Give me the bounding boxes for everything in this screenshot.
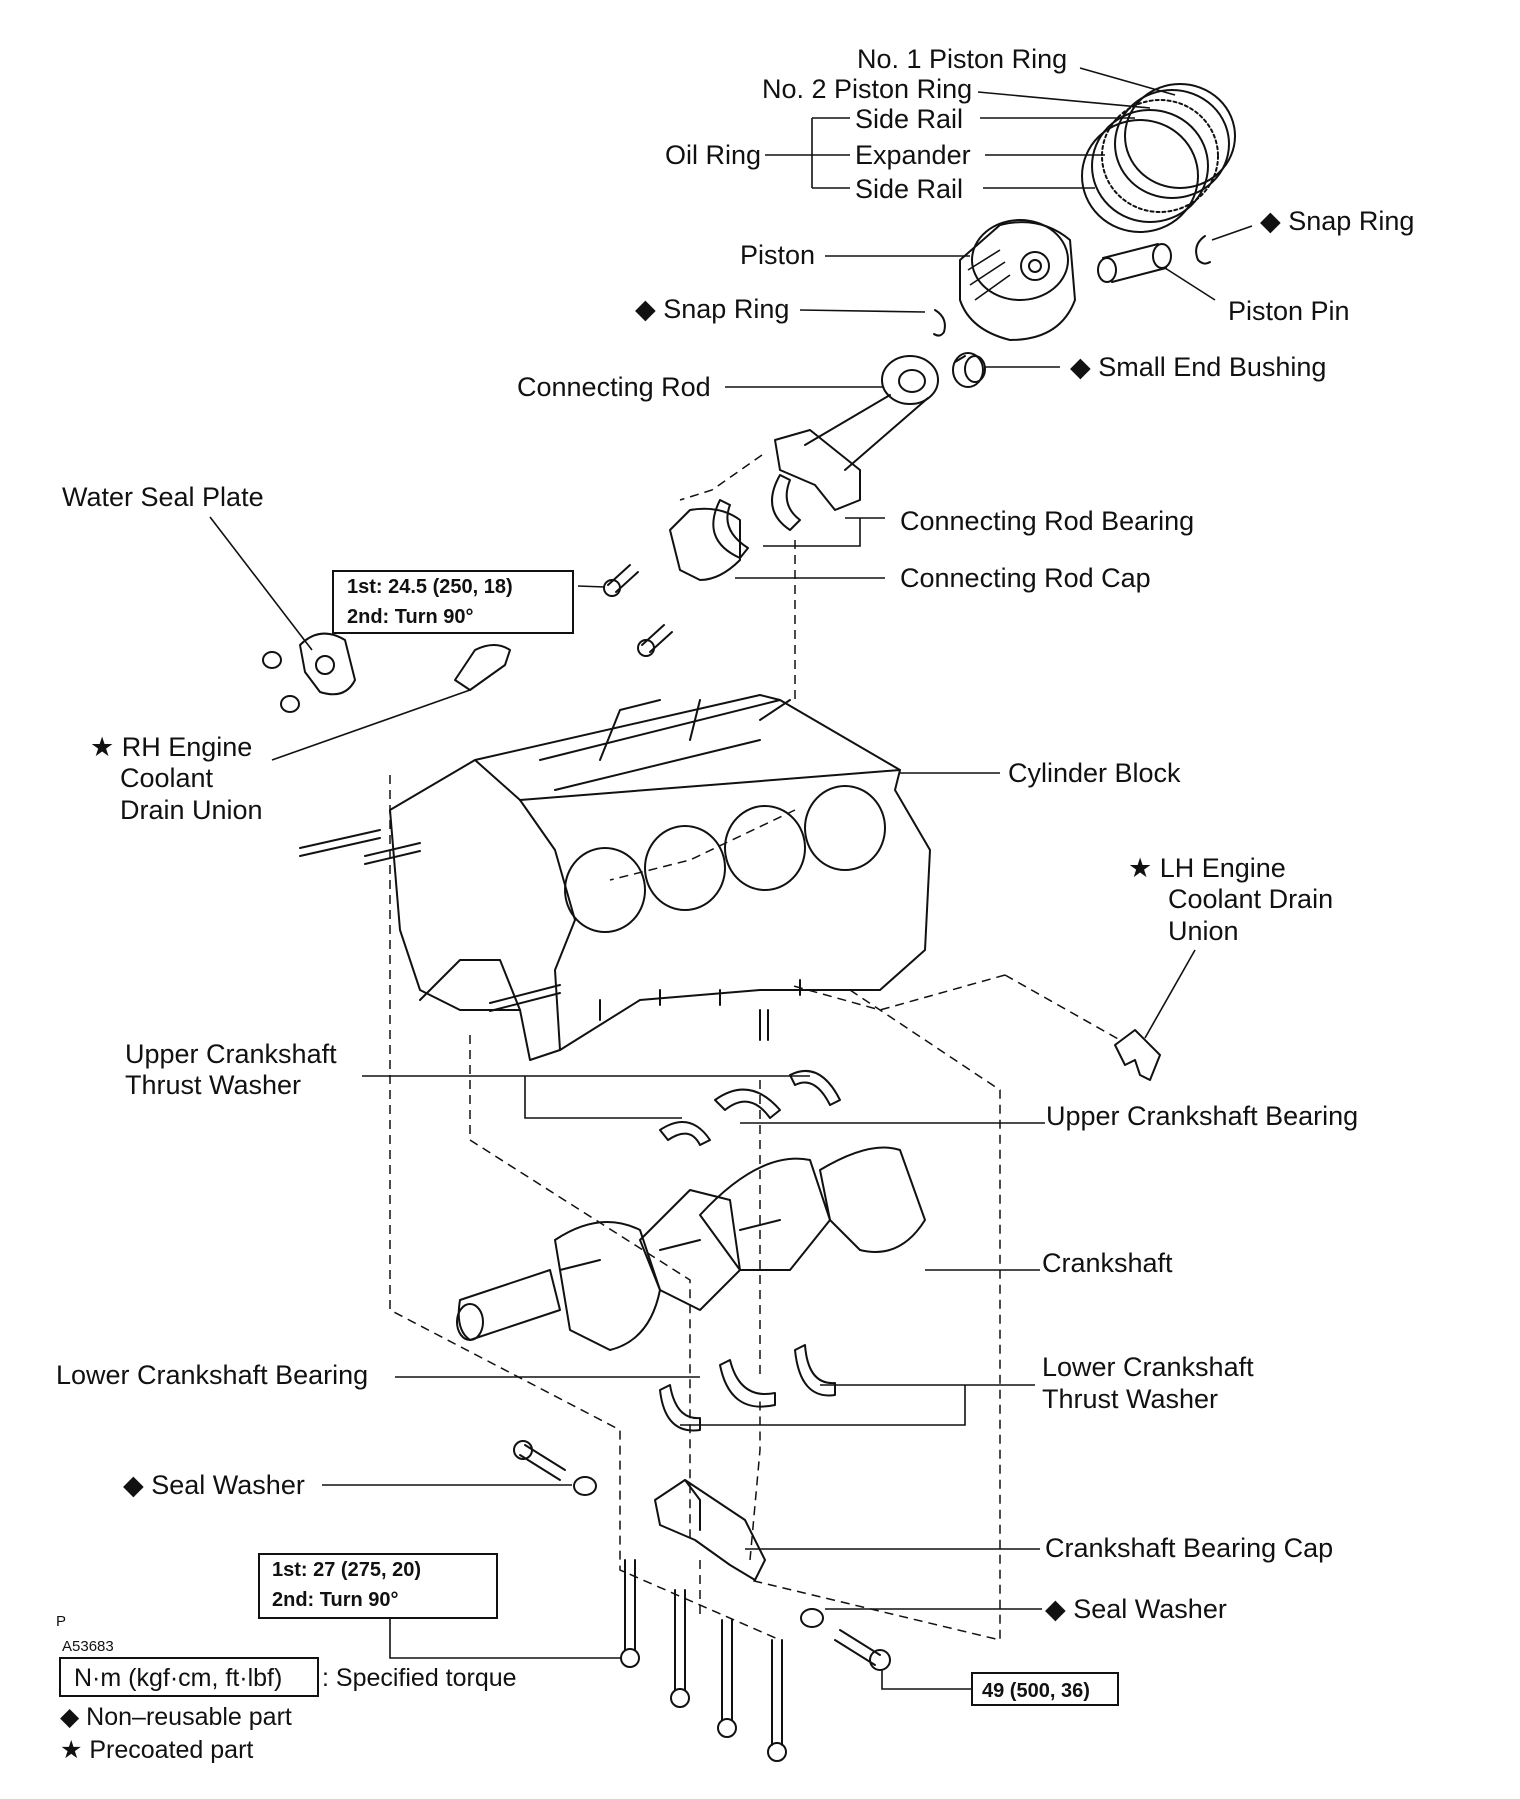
- torque-rod-cap-line1: 1st: 24.5 (250, 18): [347, 576, 513, 598]
- leader-lines: [209, 67, 1253, 1690]
- label-side-rail-top: Side Rail: [855, 104, 963, 134]
- label-snap-ring-left: ◆ Snap Ring: [635, 294, 789, 324]
- lh-drain-union-illustration: [1114, 1029, 1161, 1081]
- label-lower-crankshaft-bearing: Lower Crankshaft Bearing: [56, 1360, 368, 1390]
- label-rh-drain-union-2: Coolant: [120, 763, 214, 793]
- connecting-rod-illustration: [774, 355, 939, 511]
- crankshaft-bearing-cap-illustration: [654, 1479, 766, 1581]
- label-rh-drain-union-1: ★ RH Engine: [90, 732, 252, 762]
- torque-spec-rod-cap: 1st: 24.5 (250, 18) 2nd: Turn 90°: [332, 570, 574, 634]
- label-oil-ring: Oil Ring: [665, 140, 761, 170]
- label-no1-piston-ring: No. 1 Piston Ring: [857, 44, 1067, 74]
- label-lh-drain-union-3: Union: [1168, 916, 1239, 946]
- legend-torque-desc: : Specified torque: [322, 1664, 517, 1692]
- cylinder-block-illustration: [299, 694, 931, 1061]
- assembly-alignment-lines: [389, 454, 1121, 1641]
- legend-non-reusable: ◆ Non–reusable part: [60, 1703, 292, 1731]
- label-seal-washer-left: ◆ Seal Washer: [123, 1470, 305, 1500]
- label-snap-ring-right: ◆ Snap Ring: [1260, 206, 1414, 236]
- label-connecting-rod-cap: Connecting Rod Cap: [900, 563, 1151, 593]
- label-side-rail-bottom: Side Rail: [855, 174, 963, 204]
- figure-code-letter: P: [56, 1613, 66, 1630]
- label-lower-thrust-washer-1: Lower Crankshaft: [1042, 1352, 1254, 1382]
- part-labels: No. 1 Piston Ring No. 2 Piston Ring Side…: [56, 44, 1414, 1624]
- lower-crankshaft-bearings-illustration: [659, 1344, 836, 1432]
- legend-precoated: ★ Precoated part: [60, 1736, 253, 1764]
- label-cylinder-block: Cylinder Block: [1008, 758, 1181, 788]
- label-crankshaft-bearing-cap: Crankshaft Bearing Cap: [1045, 1533, 1333, 1563]
- label-connecting-rod-bearing: Connecting Rod Bearing: [900, 506, 1194, 536]
- label-lh-drain-union-1: ★ LH Engine: [1128, 853, 1286, 883]
- legend: N·m (kgf·cm, ft·lbf) : Specified torque …: [59, 1657, 517, 1764]
- crankshaft-illustration: [456, 1146, 926, 1351]
- label-water-seal-plate: Water Seal Plate: [62, 482, 264, 512]
- snap-ring-left-illustration: [933, 309, 946, 337]
- small-end-bushing-illustration: [952, 352, 986, 388]
- label-piston-pin: Piston Pin: [1228, 296, 1350, 326]
- label-small-end-bushing: ◆ Small End Bushing: [1070, 352, 1326, 382]
- snap-ring-right-illustration: [1195, 235, 1211, 265]
- torque-main-cap-line1: 1st: 27 (275, 20): [272, 1559, 421, 1581]
- label-upper-thrust-washer-2: Thrust Washer: [125, 1070, 301, 1100]
- piston-illustration: [959, 219, 1076, 341]
- label-upper-crankshaft-bearing: Upper Crankshaft Bearing: [1046, 1101, 1358, 1131]
- label-no2-piston-ring: No. 2 Piston Ring: [762, 74, 972, 104]
- rod-bearing-cap-illustration: [669, 474, 801, 581]
- torque-main-cap-line2: 2nd: Turn 90°: [272, 1589, 399, 1611]
- torque-side-bolt: 49 (500, 36): [982, 1680, 1090, 1702]
- rod-bolts-illustration: [603, 564, 673, 657]
- label-seal-washer-right: ◆ Seal Washer: [1045, 1594, 1227, 1624]
- label-rh-drain-union-3: Drain Union: [120, 795, 263, 825]
- piston-rings-illustration: [1081, 83, 1236, 233]
- label-crankshaft: Crankshaft: [1042, 1248, 1173, 1278]
- rh-drain-union-illustration: [454, 644, 511, 691]
- torque-spec-main-cap: 1st: 27 (275, 20) 2nd: Turn 90°: [258, 1553, 498, 1619]
- label-lh-drain-union-2: Coolant Drain: [1168, 884, 1333, 914]
- torque-spec-side-bolt: 49 (500, 36): [971, 1672, 1119, 1706]
- label-upper-thrust-washer-1: Upper Crankshaft: [125, 1039, 337, 1069]
- upper-crankshaft-bearings-illustration: [659, 1070, 841, 1146]
- piston-pin-illustration: [1097, 243, 1172, 283]
- torque-rod-cap-line2: 2nd: Turn 90°: [347, 606, 474, 628]
- label-connecting-rod: Connecting Rod: [517, 372, 711, 402]
- figure-code-number: A53683: [62, 1638, 114, 1655]
- label-expander: Expander: [855, 140, 971, 170]
- label-lower-thrust-washer-2: Thrust Washer: [1042, 1384, 1218, 1414]
- main-cap-hardware-illustration: [513, 1440, 891, 1762]
- legend-torque-unit: N·m (kgf·cm, ft·lbf): [74, 1664, 282, 1692]
- figure-code: P A53683: [56, 1613, 114, 1655]
- water-seal-plate-illustration: [262, 632, 356, 713]
- label-piston: Piston: [740, 240, 815, 270]
